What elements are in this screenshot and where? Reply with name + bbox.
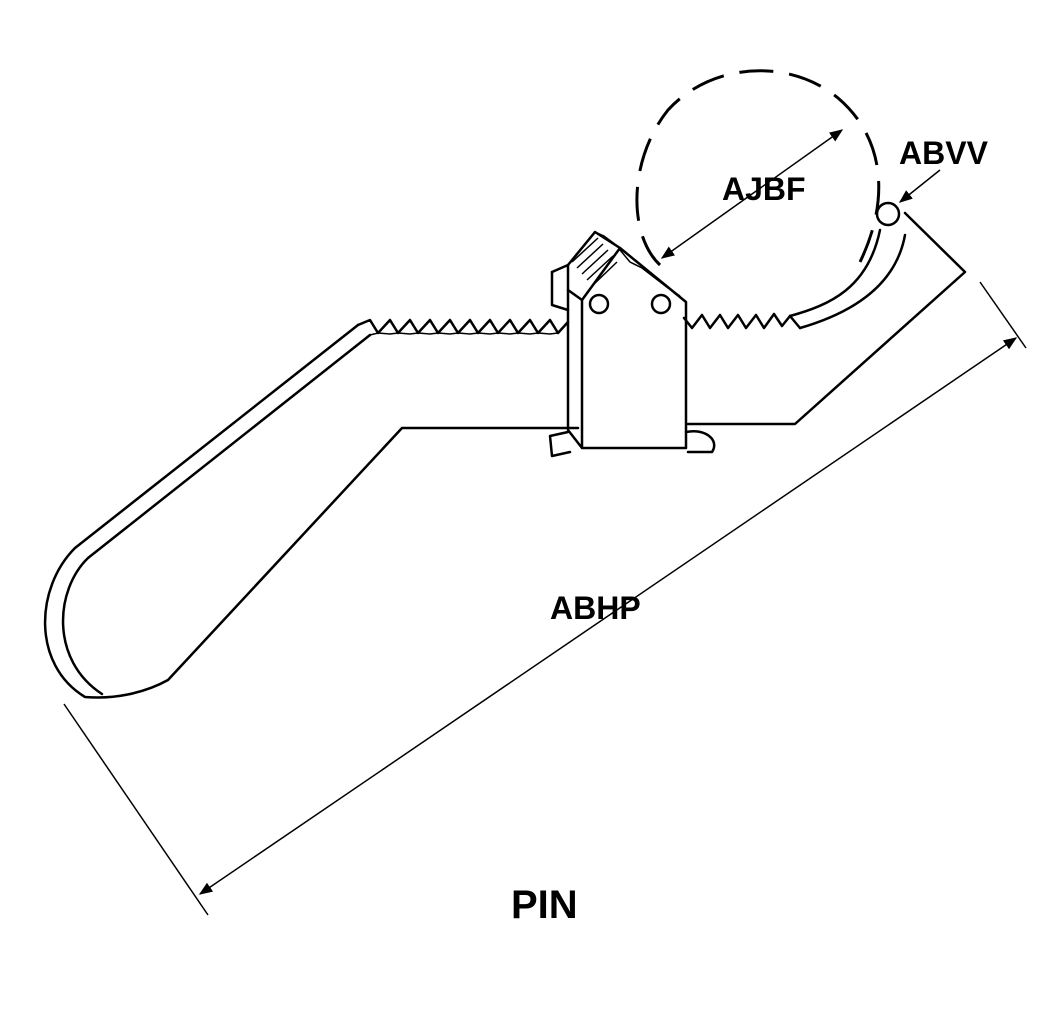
pin-wire-right bbox=[682, 312, 792, 330]
loop-circle-dashed bbox=[635, 69, 881, 267]
pin-handle bbox=[43, 323, 580, 699]
dimension-ajbf bbox=[660, 129, 844, 259]
dimension-abhp bbox=[63, 281, 1027, 916]
label-abhp: ABHP bbox=[550, 590, 641, 626]
pin-clip-block bbox=[548, 230, 716, 458]
pin-ball-tip bbox=[875, 201, 901, 227]
pin-wire-left bbox=[356, 318, 570, 336]
diagram-title: PIN bbox=[511, 883, 578, 927]
dimension-abvv bbox=[898, 169, 941, 203]
label-abvv: ABVV bbox=[899, 135, 988, 171]
pin-spring-arm bbox=[788, 228, 907, 330]
label-ajbf: AJBF bbox=[722, 171, 806, 207]
